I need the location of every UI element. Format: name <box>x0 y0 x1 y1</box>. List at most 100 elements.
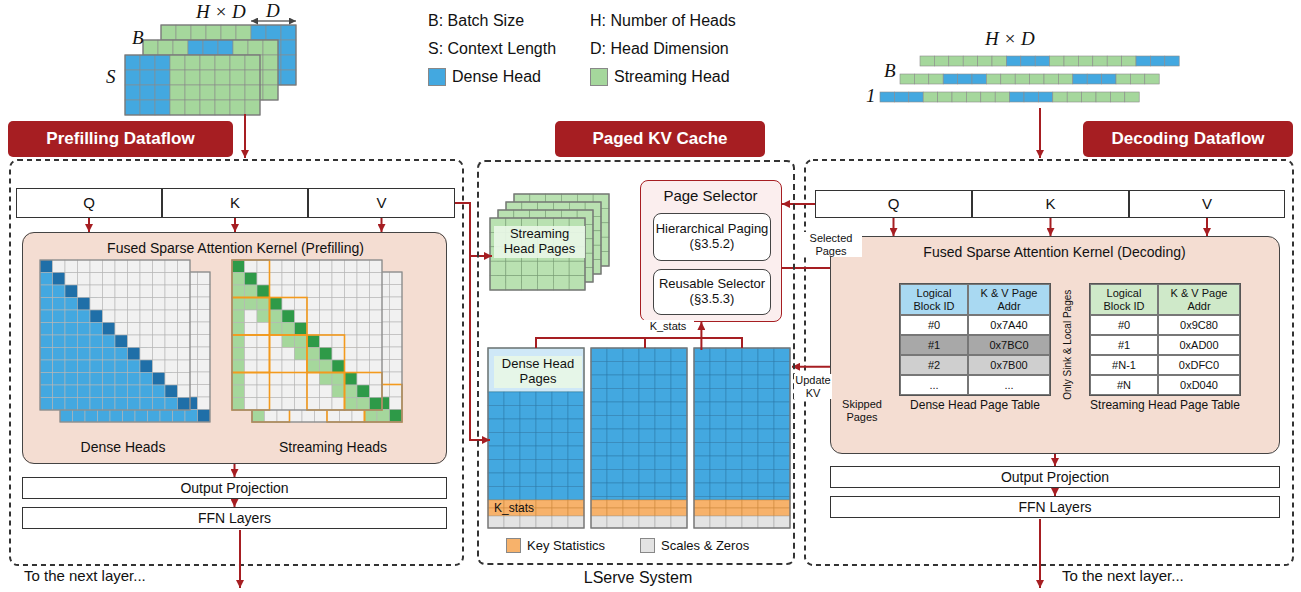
grid-cell <box>128 310 141 323</box>
grid-cell <box>53 310 66 323</box>
grid-cell <box>185 55 200 70</box>
grid-cell <box>165 348 178 361</box>
grid-cell <box>257 310 270 323</box>
grid-cell <box>488 392 504 406</box>
grid-cell <box>332 360 345 373</box>
grid-cell <box>639 389 655 403</box>
grid-cell <box>694 362 710 376</box>
grid-cell <box>236 25 251 40</box>
grid-cell <box>504 433 520 447</box>
grid-cell <box>536 460 552 474</box>
node-text: Streaming Heads <box>238 439 428 455</box>
grid-cell <box>655 470 671 484</box>
grid-cell <box>200 70 215 85</box>
grid-cell <box>758 443 774 457</box>
grid-cell <box>758 508 774 516</box>
grid-cell <box>742 483 758 497</box>
annotation: B <box>132 27 144 49</box>
grid-cell <box>198 397 211 410</box>
grid-cell <box>520 516 536 528</box>
grid-cell <box>774 348 790 362</box>
grid-cell <box>992 56 1006 66</box>
connector <box>1050 218 1052 236</box>
grid-cell <box>774 456 790 470</box>
grid-cell <box>332 310 345 323</box>
grid-cell <box>115 260 128 273</box>
block-outline <box>345 373 383 411</box>
grid-cell <box>607 389 623 403</box>
grid-cell <box>90 385 103 398</box>
grid-cell <box>639 375 655 389</box>
grid-cell <box>90 310 103 323</box>
grid-cell <box>390 410 403 423</box>
grid-cell <box>53 285 66 298</box>
grid-cell <box>952 92 966 102</box>
grid-cell <box>639 470 655 484</box>
grid-cell <box>710 402 726 416</box>
grid-cell <box>110 410 123 423</box>
grid-cell <box>370 298 383 311</box>
block-outline <box>307 335 345 373</box>
grid-cell <box>490 261 506 275</box>
grid-cell <box>332 323 345 336</box>
qkv-cell: Q <box>815 190 972 218</box>
grid-cell <box>774 443 790 457</box>
grid-cell <box>191 25 206 40</box>
grid-cell <box>726 375 742 389</box>
grid-cell <box>880 92 894 102</box>
grid-cell <box>1078 56 1092 66</box>
grid-cell <box>963 56 977 66</box>
grid-cell <box>607 456 623 470</box>
grid-cell <box>742 429 758 443</box>
grid-cell <box>320 260 333 273</box>
grid-cell <box>655 443 671 457</box>
node-text: Q <box>83 194 95 211</box>
connector <box>893 218 895 236</box>
grid-cell <box>552 419 568 433</box>
grid-cell <box>774 497 790 501</box>
grid-cell <box>200 100 215 115</box>
grid-cell <box>591 500 607 508</box>
grid-cell <box>90 335 103 348</box>
grid-cell <box>230 55 245 70</box>
tensor-outline <box>125 55 260 115</box>
grid-cell <box>295 273 308 286</box>
qkv-cell: V <box>308 188 455 218</box>
grid-cell <box>332 298 345 311</box>
grid-cell <box>115 373 128 386</box>
grid-cell <box>245 273 258 286</box>
connector-label: K_stats <box>642 320 694 333</box>
kernel-box: Fused Sparse Attention Kernel (Decoding)… <box>830 236 1280 454</box>
grid-cell <box>90 348 103 361</box>
grid-cell <box>282 273 295 286</box>
grid-cell <box>282 323 295 336</box>
block-outline <box>232 298 270 336</box>
grid-cell <box>742 402 758 416</box>
grid-cell <box>295 323 308 336</box>
grid-cell <box>552 446 568 460</box>
grid-cell <box>1145 74 1159 84</box>
grid-cell <box>914 74 928 84</box>
grid-cell <box>198 310 211 323</box>
grid-cell <box>1102 74 1116 84</box>
grid-cell <box>920 56 934 66</box>
grid-cell <box>128 348 141 361</box>
grid-cell <box>270 335 283 348</box>
grid-cell <box>98 410 111 423</box>
grid-cell <box>257 323 270 336</box>
grid-cell <box>332 398 345 411</box>
grid-cell <box>552 406 568 420</box>
grid-cell <box>153 273 166 286</box>
grid-cell <box>694 443 710 457</box>
grid-cell <box>281 40 296 55</box>
grid-cell <box>390 385 403 398</box>
grid-cell <box>198 410 211 423</box>
grid-cell <box>357 373 370 386</box>
grid-cell <box>165 273 178 286</box>
table-caption: Dense Head Page Table <box>899 399 1051 413</box>
grid-cell <box>40 398 53 411</box>
grid-cell <box>694 470 710 484</box>
grid-cell <box>295 360 308 373</box>
grid-cell <box>671 375 687 389</box>
grid-cell <box>90 323 103 336</box>
